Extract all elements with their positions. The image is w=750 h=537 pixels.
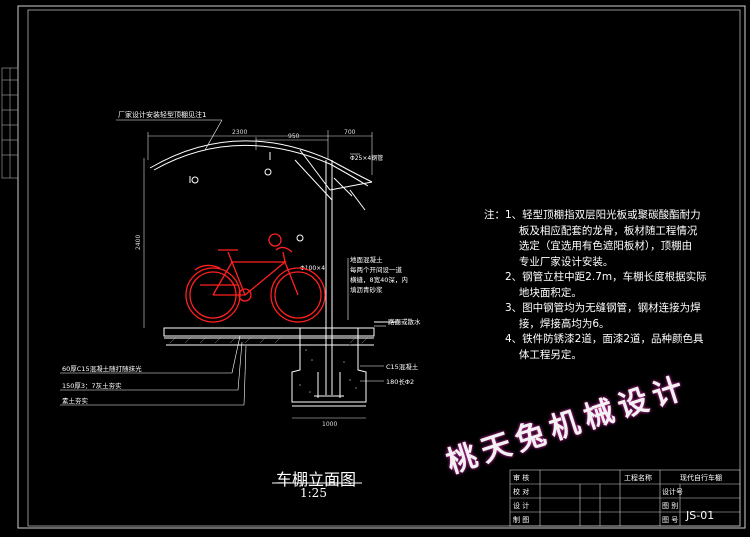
note-line: 板及相应配套的龙骨，板材随工程情况 [484, 224, 698, 237]
dim-base: 1000 [322, 421, 337, 428]
left-label-3: 素土夯实 [62, 396, 89, 405]
canopy [149, 140, 373, 242]
tb-row-3: 图 号 [662, 516, 679, 524]
sheet-number: JS-01 [686, 509, 715, 522]
outer-frame [17, 5, 746, 529]
tb-left-3: 设 计 [513, 502, 530, 510]
note-line: 接，焊接高均为6。 [484, 317, 610, 330]
top-note-leader [204, 119, 223, 151]
ground-slab [163, 321, 400, 346]
top-note: 厂家设计安装轻型顶棚见注1 [118, 110, 206, 119]
dim-2300: 2300 [232, 129, 247, 136]
project-value: 现代自行车棚 [680, 474, 722, 482]
inner-frame [27, 9, 741, 527]
plate-label: 180长Φ2 [386, 377, 414, 386]
dim-height: 2400 [135, 235, 142, 250]
title-block-grid [509, 469, 741, 527]
svg-text:横缝，8宽40深，内: 横缝，8宽40深，内 [350, 275, 408, 284]
note-line: 2、钢管立柱中距2.7m，车棚长度根据实际 [484, 271, 707, 283]
slab-hatch [169, 336, 369, 344]
svg-text:地面混凝土: 地面混凝土 [350, 255, 383, 264]
note-line: 3、图中钢管均为无缝钢管，钢材连接为焊 [484, 302, 701, 314]
drawing-scale: 1:25 [300, 486, 327, 500]
steel-column [325, 160, 333, 395]
note-line: 地块面积定。 [484, 286, 582, 299]
top-dimensions [147, 130, 373, 175]
pipe-top-label: Φ25×4钢管 [350, 154, 383, 162]
notes-block: 注：1、轻型顶棚指双层阳光板或聚碳酸酯耐力 板及相应配套的龙骨，板材随工程情况 … [484, 208, 707, 363]
left-leaders [60, 335, 247, 406]
note-line: 选定（宜选用有色遮阳板材），顶棚由 [484, 240, 693, 252]
tb-left-2: 校 对 [513, 488, 530, 496]
pipe-mid-label: Φ100×4 [300, 265, 325, 272]
binding-strip [1, 67, 19, 179]
tb-left-4: 制 图 [513, 516, 530, 524]
project-label: 工程名称 [624, 474, 652, 482]
note-line: 注：1、轻型顶棚指双层阳光板或聚碳酸酯耐力 [484, 209, 701, 221]
tb-row-1: 设计号 [662, 488, 683, 496]
footing [291, 328, 367, 407]
footing-fill [299, 344, 357, 393]
svg-text:每两个开间设一道: 每两个开间设一道 [350, 265, 403, 274]
note-line: 4、铁件防锈漆2道，面漆2道，品种颜色具 [484, 333, 704, 345]
foundation-note: 地面混凝土 每两个开间设一道 横缝，8宽40深，内 填沥青砂浆 [350, 255, 408, 294]
svg-text:填沥青砂浆: 填沥青砂浆 [350, 285, 383, 294]
note-line: 专业厂家设计安装。 [484, 255, 614, 268]
c15-right-label: C15混凝土 [386, 362, 419, 371]
dim-950: 950 [288, 133, 300, 140]
ground-label: 路面或散水 [388, 317, 421, 326]
dim-700: 700 [344, 129, 356, 136]
drawing-title: 车棚立面图 [276, 470, 357, 489]
tb-left-1: 审 核 [513, 474, 530, 482]
bicycle [185, 233, 326, 323]
left-label-1: 60厚C15混凝土随打随抹光 [62, 364, 142, 373]
left-label-2: 150厚3：7灰土夯实 [62, 381, 122, 390]
note-line: 体工程另定。 [484, 348, 582, 361]
tb-row-2: 图 别 [662, 502, 679, 510]
